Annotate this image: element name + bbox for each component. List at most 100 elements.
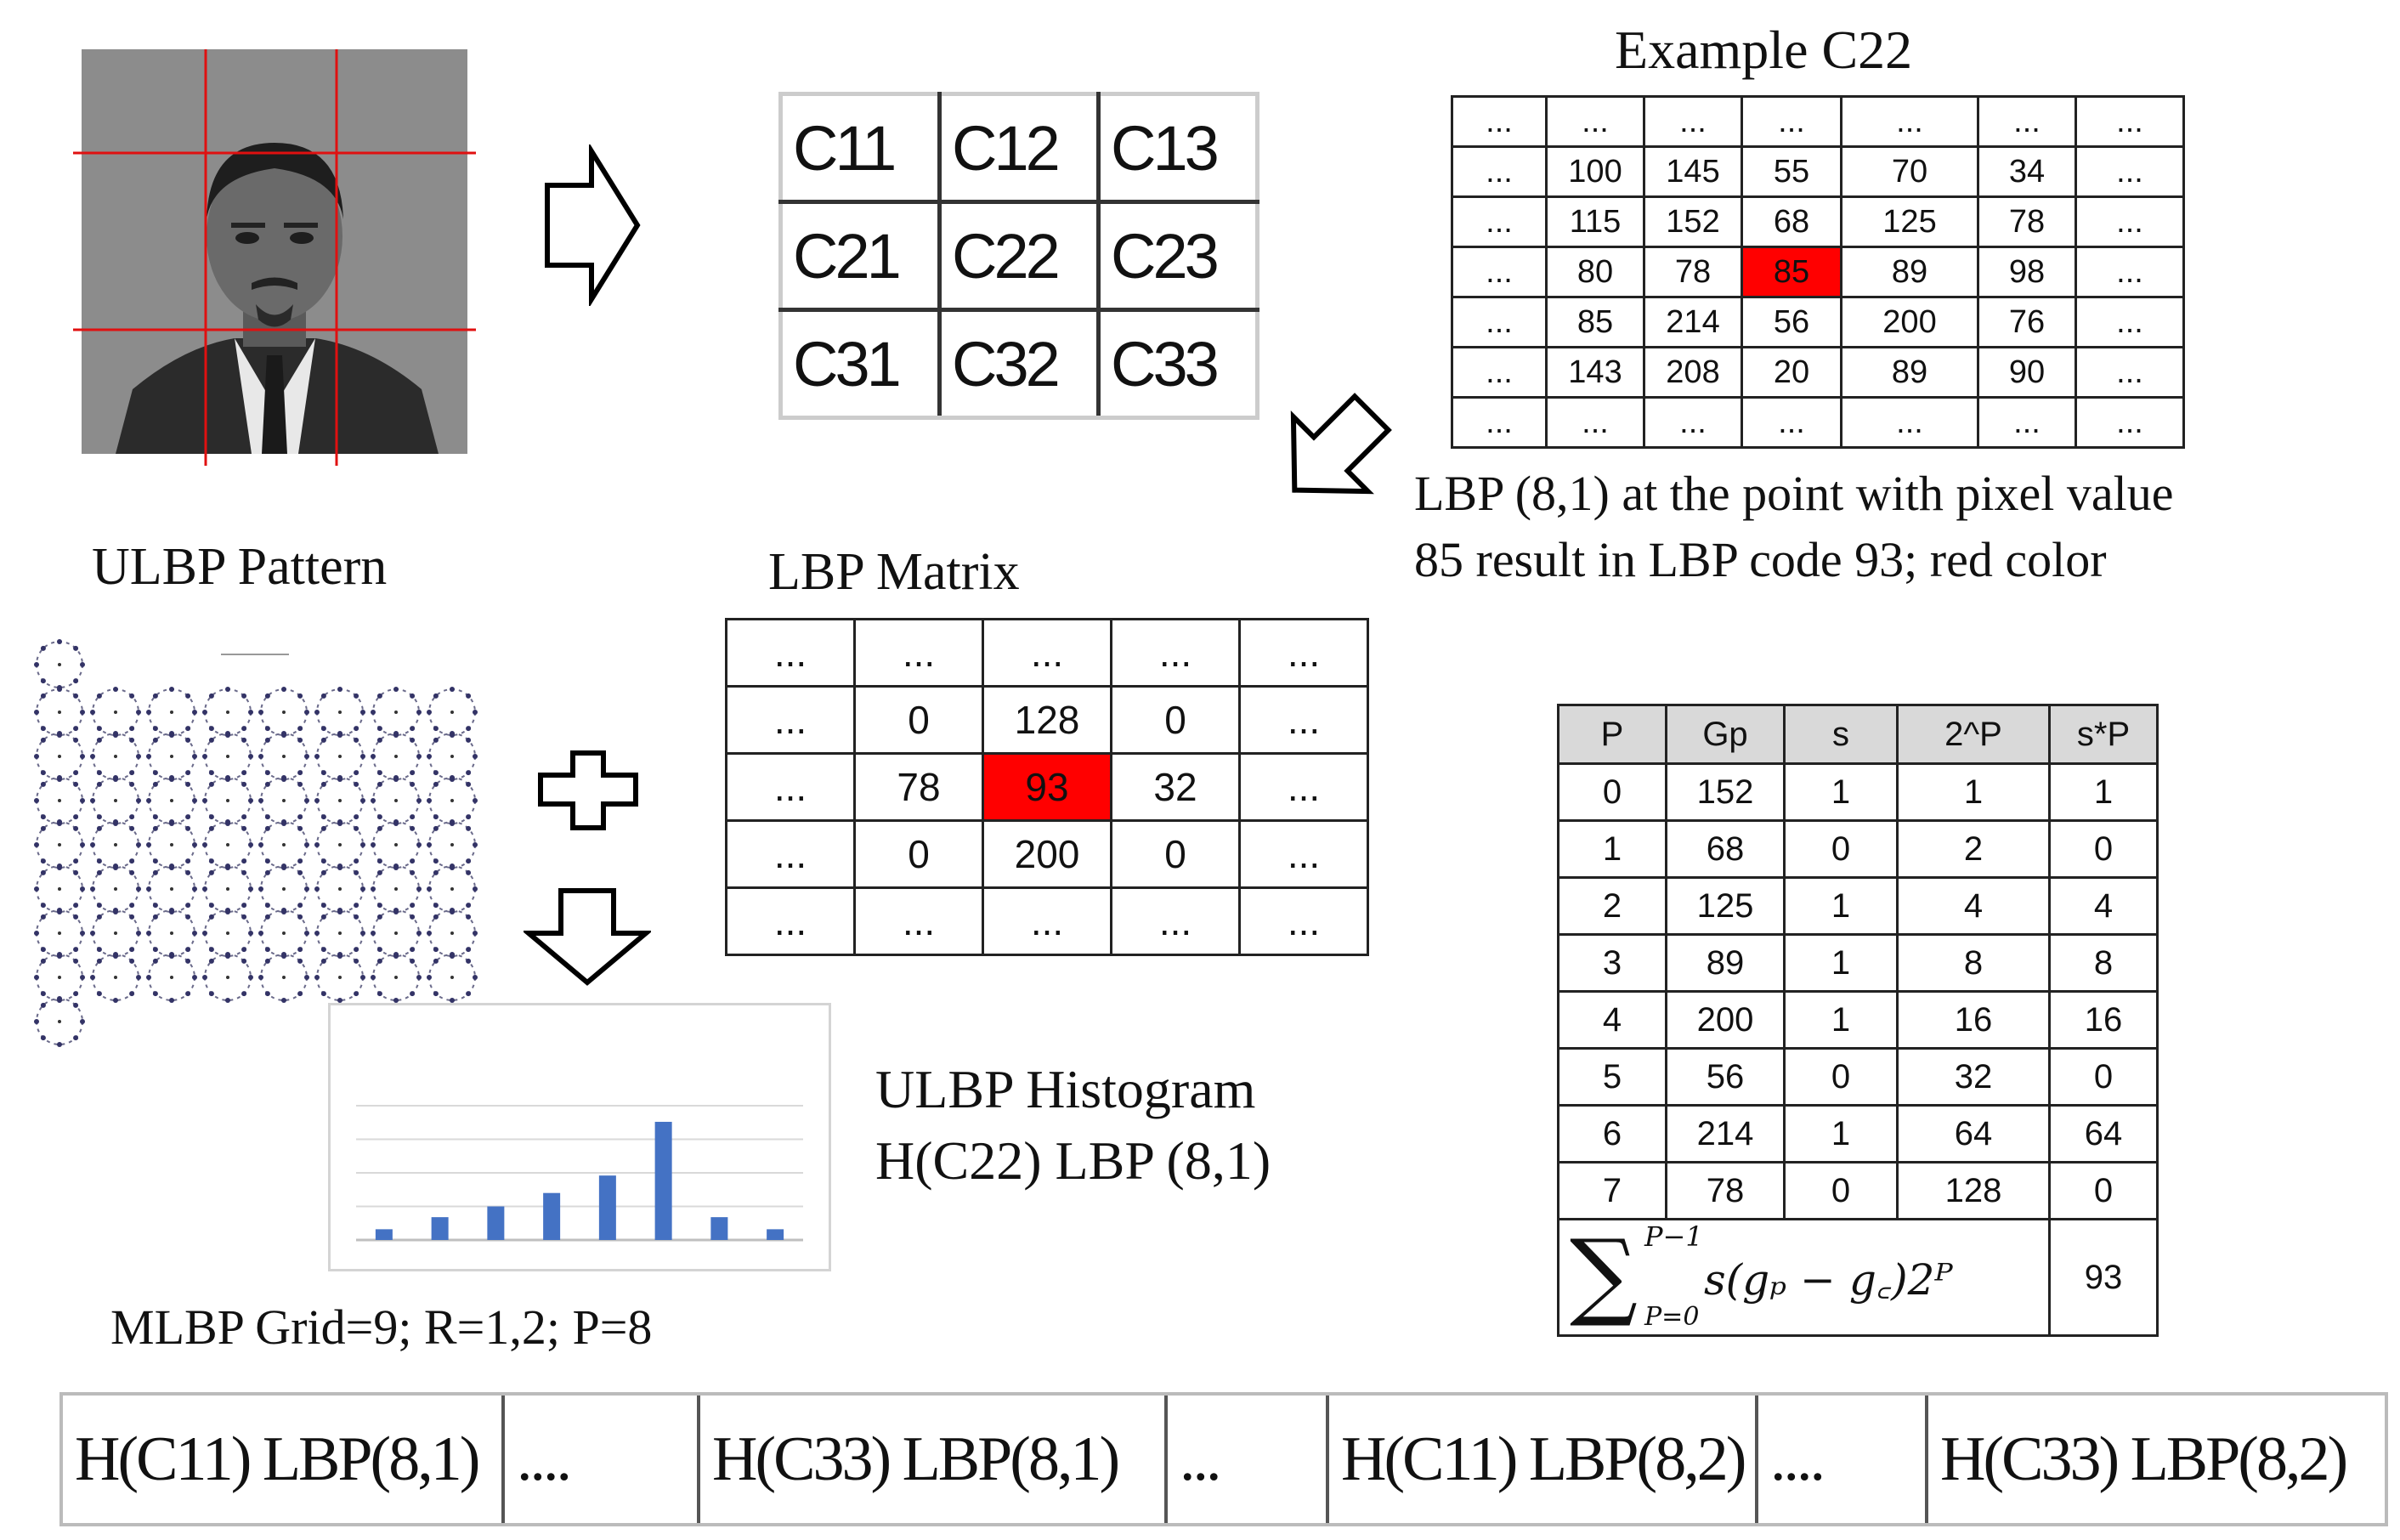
- example-cell: 90: [1977, 346, 2077, 399]
- pattern-circle: [202, 819, 253, 870]
- pattern-circle: [258, 952, 309, 1003]
- calc-cell: 1: [1783, 762, 1899, 822]
- calc-cell: 0: [1783, 819, 1899, 879]
- ulbp-pattern-title: ULBP Pattern: [92, 538, 388, 596]
- pattern-circle: [202, 863, 253, 914]
- calc-cell: 1: [1896, 762, 2051, 822]
- pattern-circle: [258, 775, 309, 826]
- pattern-circle: [258, 819, 309, 870]
- calc-cell: 214: [1665, 1104, 1786, 1163]
- example-cell: ...: [2075, 296, 2185, 348]
- example-cell: 56: [1741, 296, 1842, 348]
- lbp-cell: ...: [1238, 685, 1369, 755]
- grid-overlay-lines: [73, 49, 476, 466]
- calc-cell: 4: [1896, 876, 2051, 936]
- arrow-right-icon: [545, 144, 641, 306]
- lbp-cell: ...: [982, 886, 1112, 956]
- example-cell: 20: [1741, 346, 1842, 399]
- arrow-down-left-icon: [1290, 393, 1392, 495]
- calc-cell: 1: [1783, 933, 1899, 993]
- grid-cell: C31: [778, 308, 942, 420]
- calc-cell: 0: [2048, 1047, 2159, 1107]
- histogram-bar: [375, 1229, 393, 1240]
- calc-cell: 89: [1665, 933, 1786, 993]
- calc-cell: 2: [1896, 819, 2051, 879]
- lbp-caption-line1: LBP (8,1) at the point with pixel value: [1414, 466, 2174, 521]
- example-cell: 200: [1840, 296, 1979, 348]
- calc-cell: 1: [1557, 819, 1667, 879]
- example-cell: ...: [2075, 95, 2185, 148]
- calc-cell: 5: [1557, 1047, 1667, 1107]
- example-cell: 34: [1977, 145, 2077, 198]
- pattern-circle: [314, 731, 365, 782]
- example-cell: ...: [2075, 145, 2185, 198]
- pattern-circle: [146, 731, 197, 782]
- pattern-circle: [427, 819, 478, 870]
- pattern-circle: [146, 952, 197, 1003]
- pattern-circle: [34, 819, 85, 870]
- pattern-circle: [90, 952, 141, 1003]
- example-cell: 55: [1741, 145, 1842, 198]
- calc-cell: 1: [2048, 762, 2159, 822]
- feature-segment: H(C11) LBP(8,2): [1329, 1396, 1758, 1523]
- grid-cell: C13: [1096, 92, 1259, 204]
- calc-cell: 152: [1665, 762, 1786, 822]
- calc-cell: 8: [1896, 933, 2051, 993]
- example-cell: ...: [1741, 396, 1842, 449]
- pattern-circle: [90, 731, 141, 782]
- histogram-bar: [710, 1217, 728, 1240]
- grid-cell: C22: [937, 200, 1101, 312]
- pattern-circle: [34, 639, 85, 690]
- example-cell: ...: [1451, 145, 1548, 198]
- lbp-cell: 0: [1110, 819, 1241, 889]
- feature-segment: H(C11) LBP(8,1): [63, 1396, 505, 1523]
- example-cell: 152: [1643, 195, 1743, 248]
- feature-segment: ....: [505, 1396, 700, 1523]
- grid-row: C11 C12 C13: [778, 92, 1259, 204]
- lbp-caption-line2: 85 result in LBP code 93; red color: [1414, 532, 2107, 587]
- lbp-cell: ...: [1238, 618, 1369, 688]
- feature-vector-bar: H(C11) LBP(8,1)....H(C33) LBP(8,1)...H(C…: [59, 1392, 2388, 1526]
- example-cell: 89: [1840, 346, 1979, 399]
- histogram-bar: [654, 1121, 672, 1240]
- pattern-circle: [427, 952, 478, 1003]
- pattern-circle: [371, 863, 422, 914]
- pattern-circle: [34, 687, 85, 738]
- example-cell: ...: [1451, 396, 1548, 449]
- pattern-circle: [427, 863, 478, 914]
- example-cell: 85: [1545, 296, 1645, 348]
- example-cell: 143: [1545, 346, 1645, 399]
- example-cell: ...: [1545, 95, 1645, 148]
- pattern-circle: [90, 775, 141, 826]
- calc-cell: 125: [1665, 876, 1786, 936]
- lbp-cell: ...: [725, 886, 856, 956]
- sum-result: 93: [2048, 1218, 2159, 1337]
- example-cell: ...: [1977, 95, 2077, 148]
- pattern-circle: [146, 819, 197, 870]
- example-cell: ...: [1545, 396, 1645, 449]
- calc-cell: 1: [1783, 876, 1899, 936]
- pattern-circle: [90, 819, 141, 870]
- pattern-circle: [314, 863, 365, 914]
- lbp-cell: 0: [853, 685, 984, 755]
- example-row: .....................: [1451, 95, 2185, 148]
- feature-segment: H(C33) LBP(8,1): [700, 1396, 1168, 1523]
- pattern-circle: [202, 952, 253, 1003]
- sum-upper-limit: P−1: [1644, 1220, 1703, 1253]
- grid-row: C21 C22 C23: [778, 200, 1259, 312]
- example-cell: 89: [1840, 246, 1979, 298]
- lbp-matrix-title: LBP Matrix: [768, 543, 1020, 601]
- sum-expression: s(gₚ − g꜀)2ᴾ: [1704, 1255, 1953, 1305]
- calc-cell: 128: [1896, 1161, 2051, 1220]
- pattern-circle: [314, 819, 365, 870]
- example-cell: 100: [1545, 145, 1645, 198]
- example-cell: ...: [2075, 346, 2185, 399]
- example-cell: ...: [1840, 95, 1979, 148]
- calc-cell: 4: [2048, 876, 2159, 936]
- lbp-cell: ...: [1238, 819, 1369, 889]
